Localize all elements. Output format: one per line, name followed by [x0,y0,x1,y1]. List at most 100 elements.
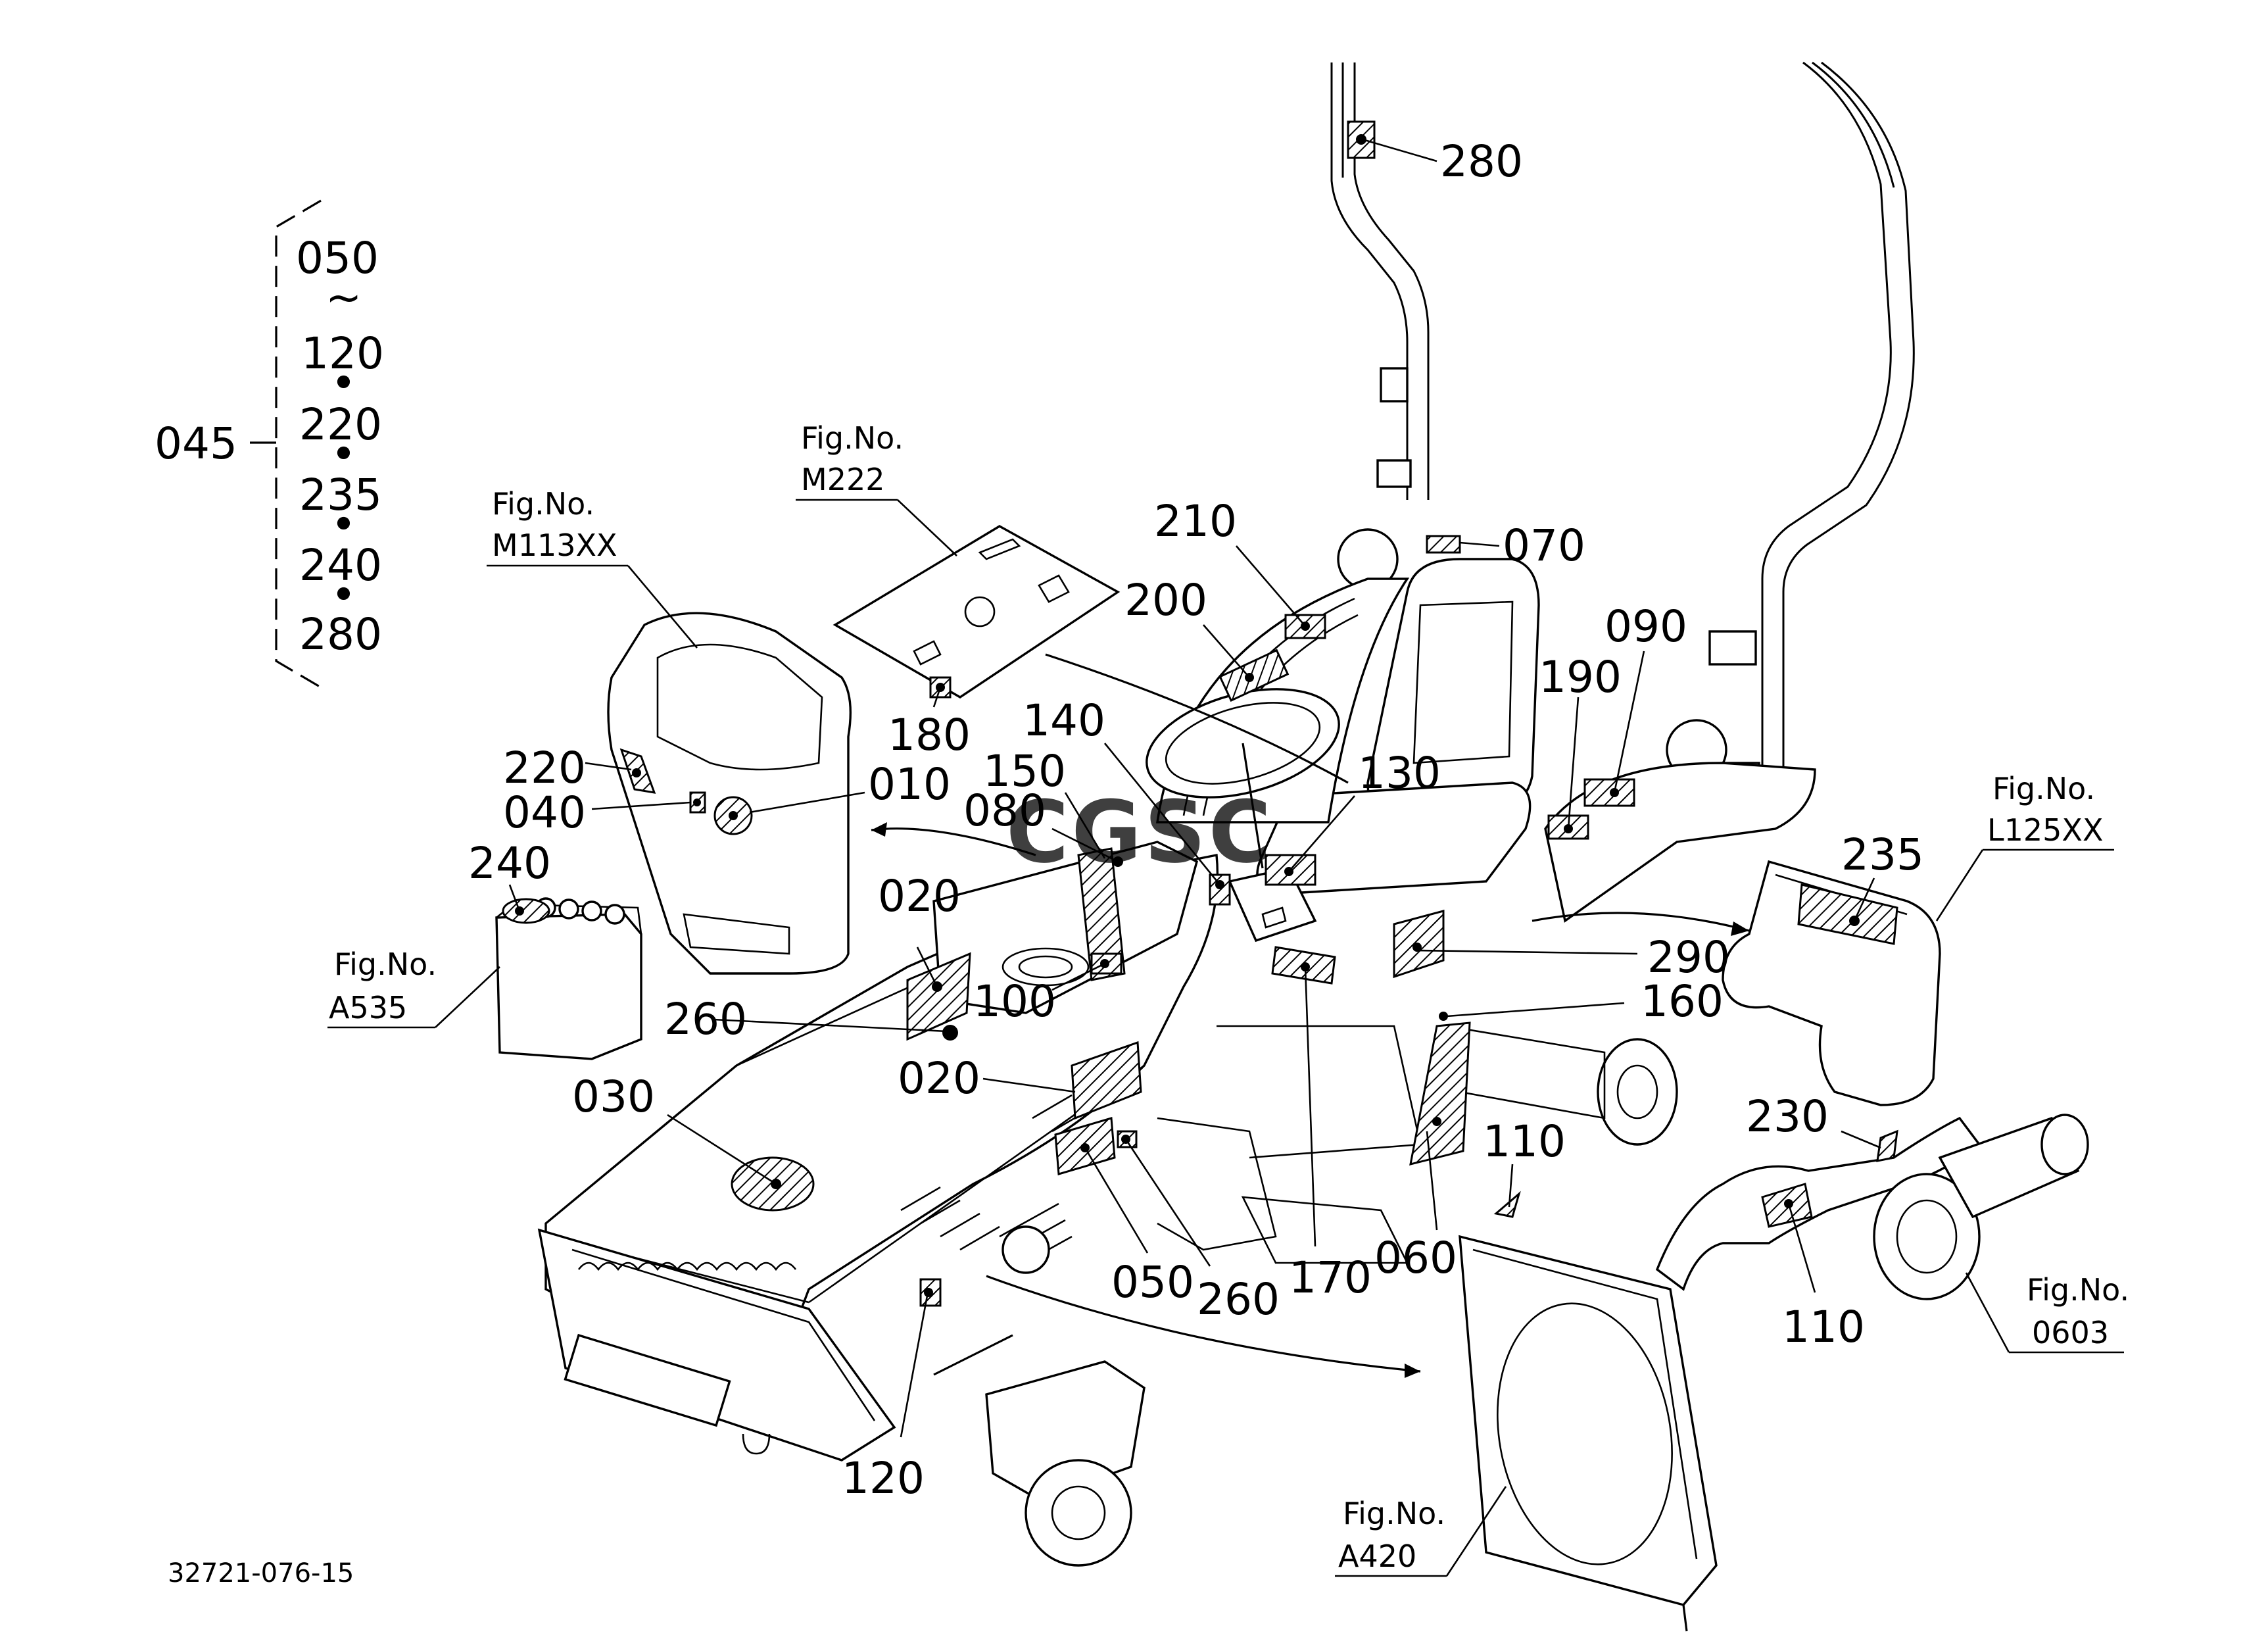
group-item-120: 120 [301,328,384,379]
group-sep-1: • [331,358,356,408]
callout-150: 150 [983,746,1066,797]
callout-040: 040 [503,787,586,838]
label-130: 130 [1265,748,1441,886]
air-intake-pipe [1655,1116,1981,1291]
callout-180: 180 [888,710,971,760]
callout-200: 200 [1124,575,1207,626]
callout-120: 120 [842,1453,925,1504]
callout-260-upper: 260 [664,994,747,1045]
watermark-text: CGSC [1006,782,1274,882]
callout-030: 030 [572,1071,655,1122]
callout-190: 190 [1539,652,1622,702]
callout-070: 070 [1503,520,1585,571]
arrows [871,653,1750,1378]
group-sep-3: • [331,499,356,550]
group-label: 045 [155,418,237,469]
label-050: 050 [1054,1117,1194,1308]
callout-170: 170 [1289,1252,1372,1303]
fig-label-0603: Fig.No. [2027,1272,2129,1308]
label-180: 180 [888,676,971,760]
callout-280-top: 280 [1440,136,1523,187]
group-item-220: 220 [299,399,382,450]
callout-160: 160 [1641,976,1724,1027]
label-290: 290 [1393,910,1730,983]
label-220: 220 [503,743,656,794]
fig-code-m113xx: M113XX [492,528,617,563]
engine-side [1001,1025,1422,1274]
fig-code-m222: M222 [801,462,885,497]
label-210: 210 [1154,496,1326,639]
fig-code-l125xx: L125XX [1987,812,2103,848]
fig-label-m113xx: Fig.No. [492,486,594,522]
callout-080: 080 [963,785,1046,836]
callout-110-pipe: 110 [1782,1302,1865,1352]
callout-110-shroud: 110 [1483,1116,1566,1167]
fig-code-0603: 0603 [2032,1315,2109,1350]
label-260-lower: 260 [1117,1130,1280,1325]
callout-220: 220 [503,743,586,793]
instrument-panel [932,841,1317,1014]
label-070: 070 [1426,520,1585,571]
fan-shroud-a420 [1459,1235,1718,1632]
group-bracket: 045 050 ~ 120 • 220 • 235 • 240 • 280 [155,199,384,689]
label-240: 240 [468,838,551,924]
label-280-top: 280 [1347,120,1523,187]
fig-label-a420: Fig.No. [1343,1496,1445,1531]
label-235: 235 [1797,829,1924,945]
callout-060: 060 [1374,1233,1457,1283]
label-170: 170 [1271,946,1372,1303]
group-item-050: 050 [296,233,379,283]
label-010: 010 [713,759,951,835]
callout-230: 230 [1746,1091,1829,1142]
callout-010: 010 [868,759,951,810]
group-sep-4: • [331,570,356,620]
label-150-strip: 150 [983,746,1126,981]
lever-guide-m222 [832,525,1121,699]
callout-260-lower: 260 [1197,1274,1280,1325]
label-140: 140 [1023,695,1231,906]
label-080: 080 [963,785,1123,867]
steering-wheel [1146,688,1340,869]
label-020-lower: 020 [898,1041,1142,1120]
label-020-upper: 020 [878,871,971,1041]
fig-label-m222: Fig.No. [801,420,904,456]
drawing-number: 32721-076-15 [168,1558,354,1588]
rear-axle-hub [1445,1025,1678,1146]
fig-label-l125xx: Fig.No. [1992,771,2095,806]
label-110-pipe: 110 [1761,1183,1865,1352]
callout-240: 240 [468,838,551,889]
fig-ref-m113xx: Fig.No. M113XX [487,486,698,649]
label-060: 060 [1374,1131,1457,1283]
fig-label-a535: Fig.No. [334,946,437,982]
fig-code-a420: A420 [1338,1538,1416,1574]
callout-235: 235 [1841,829,1924,880]
label-120: 120 [842,1278,942,1504]
meter-panel-m113xx [607,612,852,975]
front-grille [537,1228,896,1462]
group-item-240: 240 [299,540,382,591]
air-cleaner-0603 [1873,1114,2089,1300]
group-range-mark: ~ [326,272,362,323]
callout-050: 050 [1111,1257,1194,1308]
label-030: 030 [572,1071,815,1212]
label-040: 040 [503,787,706,838]
label-200: 200 [1124,575,1290,702]
callout-020-lower: 020 [898,1053,980,1104]
label-160-strip: 160 [1409,976,1724,1166]
label-110-shroud: 110 [1483,1116,1566,1218]
label-190: 190 [1539,652,1622,840]
label-230: 230 [1746,1091,1898,1162]
fig-ref-a420: Fig.No. A420 [1335,1486,1507,1577]
fig-ref-a535: Fig.No. A535 [327,946,500,1029]
group-item-235: 235 [299,470,382,520]
callout-090: 090 [1604,601,1687,652]
watermark: CGSC [1006,782,1274,882]
label-260-upper: 260 [664,994,958,1045]
callout-100: 100 [973,976,1056,1027]
fig-code-a535: A535 [329,990,407,1025]
fig-ref-l125xx: Fig.No. L125XX [1935,771,2114,922]
group-item-280: 280 [299,609,382,660]
callout-210: 210 [1154,496,1237,547]
label-100: 100 [973,952,1122,1027]
